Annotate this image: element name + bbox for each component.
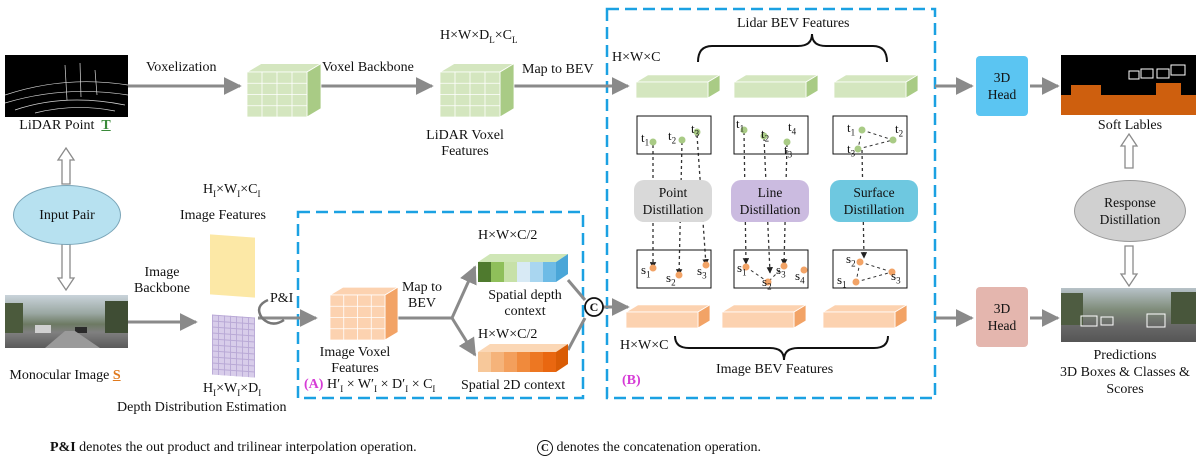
t3-line: t3 xyxy=(784,142,793,160)
arrow-map-to-bev-image-2 xyxy=(450,317,477,357)
context-2d-dims: H×W×C/2 xyxy=(478,327,538,342)
s4-line: s4 xyxy=(795,268,805,286)
lidar-bev-block-2 xyxy=(732,74,820,99)
pi-label: P&I xyxy=(270,291,294,306)
legend-pi: P&I denotes the out product and trilinea… xyxy=(50,440,417,455)
lidar-voxel-dims: H×W×DL×CL xyxy=(440,28,518,45)
dashed-box-b xyxy=(605,7,937,400)
s3-point: s3 xyxy=(697,263,707,281)
lidar-voxel-cube-1 xyxy=(245,62,323,118)
soft-labels-label: Soft Lables xyxy=(1097,118,1163,133)
t-point-panel xyxy=(636,115,712,155)
legend-concat-symbol: C xyxy=(537,440,553,456)
s3-line: s3 xyxy=(776,262,786,280)
s-surface-panel xyxy=(832,249,908,289)
image-bev-block-1 xyxy=(624,304,712,329)
context-2d-label: Spatial 2D context xyxy=(461,378,566,393)
lidar-map-to-bev-label: Map to BEV xyxy=(522,62,594,77)
s1-surface: s1 xyxy=(837,272,847,290)
depth-estimation-label: Depth Distribution Estimation xyxy=(117,400,287,415)
t1-point: t1 xyxy=(641,130,650,148)
lidar-point-image xyxy=(5,55,128,117)
t-line-panel xyxy=(733,115,809,155)
soft-labels-image xyxy=(1061,55,1196,115)
input-pair-arrow-down xyxy=(56,243,76,292)
image-bev-features-label: Image BEV Features xyxy=(716,362,834,377)
image-features-plane xyxy=(210,234,255,298)
image-bev-block-3 xyxy=(821,304,909,329)
s-point-panel xyxy=(636,249,712,289)
lidar-voxel-cube-2 xyxy=(438,62,516,118)
image-voxel-dims: H′I × W′I × D′I × CI xyxy=(327,377,436,394)
spatial-2d-context-block xyxy=(478,344,568,372)
depth-context-dims: H×W×C/2 xyxy=(478,228,538,243)
image-bev-dims: H×W×C xyxy=(620,338,669,353)
s2-point: s2 xyxy=(666,270,676,288)
monocular-image-label: Monocular Image S xyxy=(9,368,121,383)
input-pair-arrow-up xyxy=(56,146,76,185)
image-bev-brace xyxy=(674,335,889,361)
t2-line: t2 xyxy=(761,126,770,144)
concat-symbol: C xyxy=(589,300,599,314)
lidar-bev-brace xyxy=(697,33,888,63)
label-b: (B) xyxy=(622,373,641,388)
lidar-bev-features-label: Lidar BEV Features xyxy=(737,16,850,31)
t1-line: t1 xyxy=(736,116,745,134)
t4-line: t4 xyxy=(788,119,797,137)
response-arrow-up xyxy=(1119,132,1139,169)
monocular-image xyxy=(5,295,128,348)
s-line-panel xyxy=(733,249,809,289)
input-pair-node: Input Pair xyxy=(13,185,121,245)
s1-line: s1 xyxy=(737,260,747,278)
image-voxel-cube xyxy=(328,286,400,341)
t-surface-panel xyxy=(832,115,908,155)
lidar-bev-block-1 xyxy=(634,74,722,99)
spatial-depth-context-block xyxy=(478,254,568,282)
t3-point: t3 xyxy=(691,121,700,139)
depth-distribution-plane xyxy=(212,314,255,378)
pi-swirl-icon xyxy=(257,298,285,325)
t1-surface: t3 xyxy=(847,141,856,159)
student-letter: S xyxy=(112,368,121,383)
t2-point: t2 xyxy=(668,128,677,146)
lidar-bev-dims: H×W×C xyxy=(612,50,661,65)
predictions-image xyxy=(1061,288,1196,342)
arrow-2d-to-concat xyxy=(566,317,587,351)
legend-concat: C denotes the concatenation operation. xyxy=(537,440,761,456)
concat-circle xyxy=(584,297,604,317)
s2-surface: s2 xyxy=(846,251,856,269)
t2-surface: t1 xyxy=(847,120,856,138)
teacher-letter: T xyxy=(101,118,111,133)
lidar-bev-block-3 xyxy=(832,74,920,99)
image-bev-block-2 xyxy=(720,304,808,329)
s2-line: s2 xyxy=(762,274,772,292)
voxel-backbone-label: Voxel Backbone xyxy=(322,60,414,75)
image-feature-dims: HI×WI×CI xyxy=(203,182,261,199)
voxelization-label: Voxelization xyxy=(146,60,217,75)
s1-point: s1 xyxy=(641,262,651,280)
response-arrow-down xyxy=(1119,245,1139,288)
depth-dims: HI×WI×DI xyxy=(203,381,262,398)
dashed-box-a xyxy=(296,210,585,400)
lidar-point-label: LiDAR Point T xyxy=(19,118,111,133)
s3-surface: s3 xyxy=(891,268,901,286)
label-a: (A) xyxy=(304,377,324,392)
t3-surface: t2 xyxy=(895,121,904,139)
image-features-label: Image Features xyxy=(180,208,266,223)
arrow-depth-to-concat xyxy=(566,279,587,301)
